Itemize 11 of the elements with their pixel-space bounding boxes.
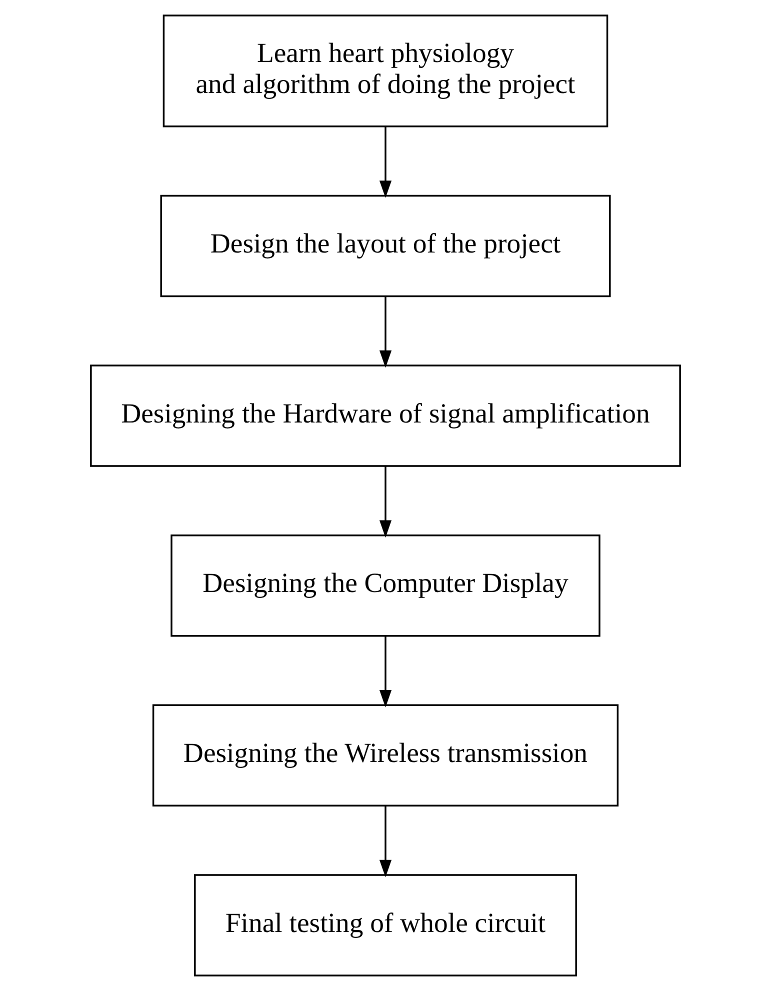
node-box: Final testing of whole circuit (194, 874, 576, 976)
node-box: Learn heart physiology and algorithm of doing the project (162, 14, 608, 128)
node-box: Designing the Hardware of signal amplification (90, 364, 680, 467)
arrow (378, 466, 392, 538)
node-box: Designing the Wireless transmission (152, 704, 618, 807)
arrow (378, 636, 392, 708)
arrow (378, 806, 392, 878)
arrow (378, 296, 392, 368)
node-box: Designing the Computer Display (170, 534, 600, 637)
node-box: Design the layout of the project (160, 194, 610, 298)
arrow (378, 126, 392, 198)
